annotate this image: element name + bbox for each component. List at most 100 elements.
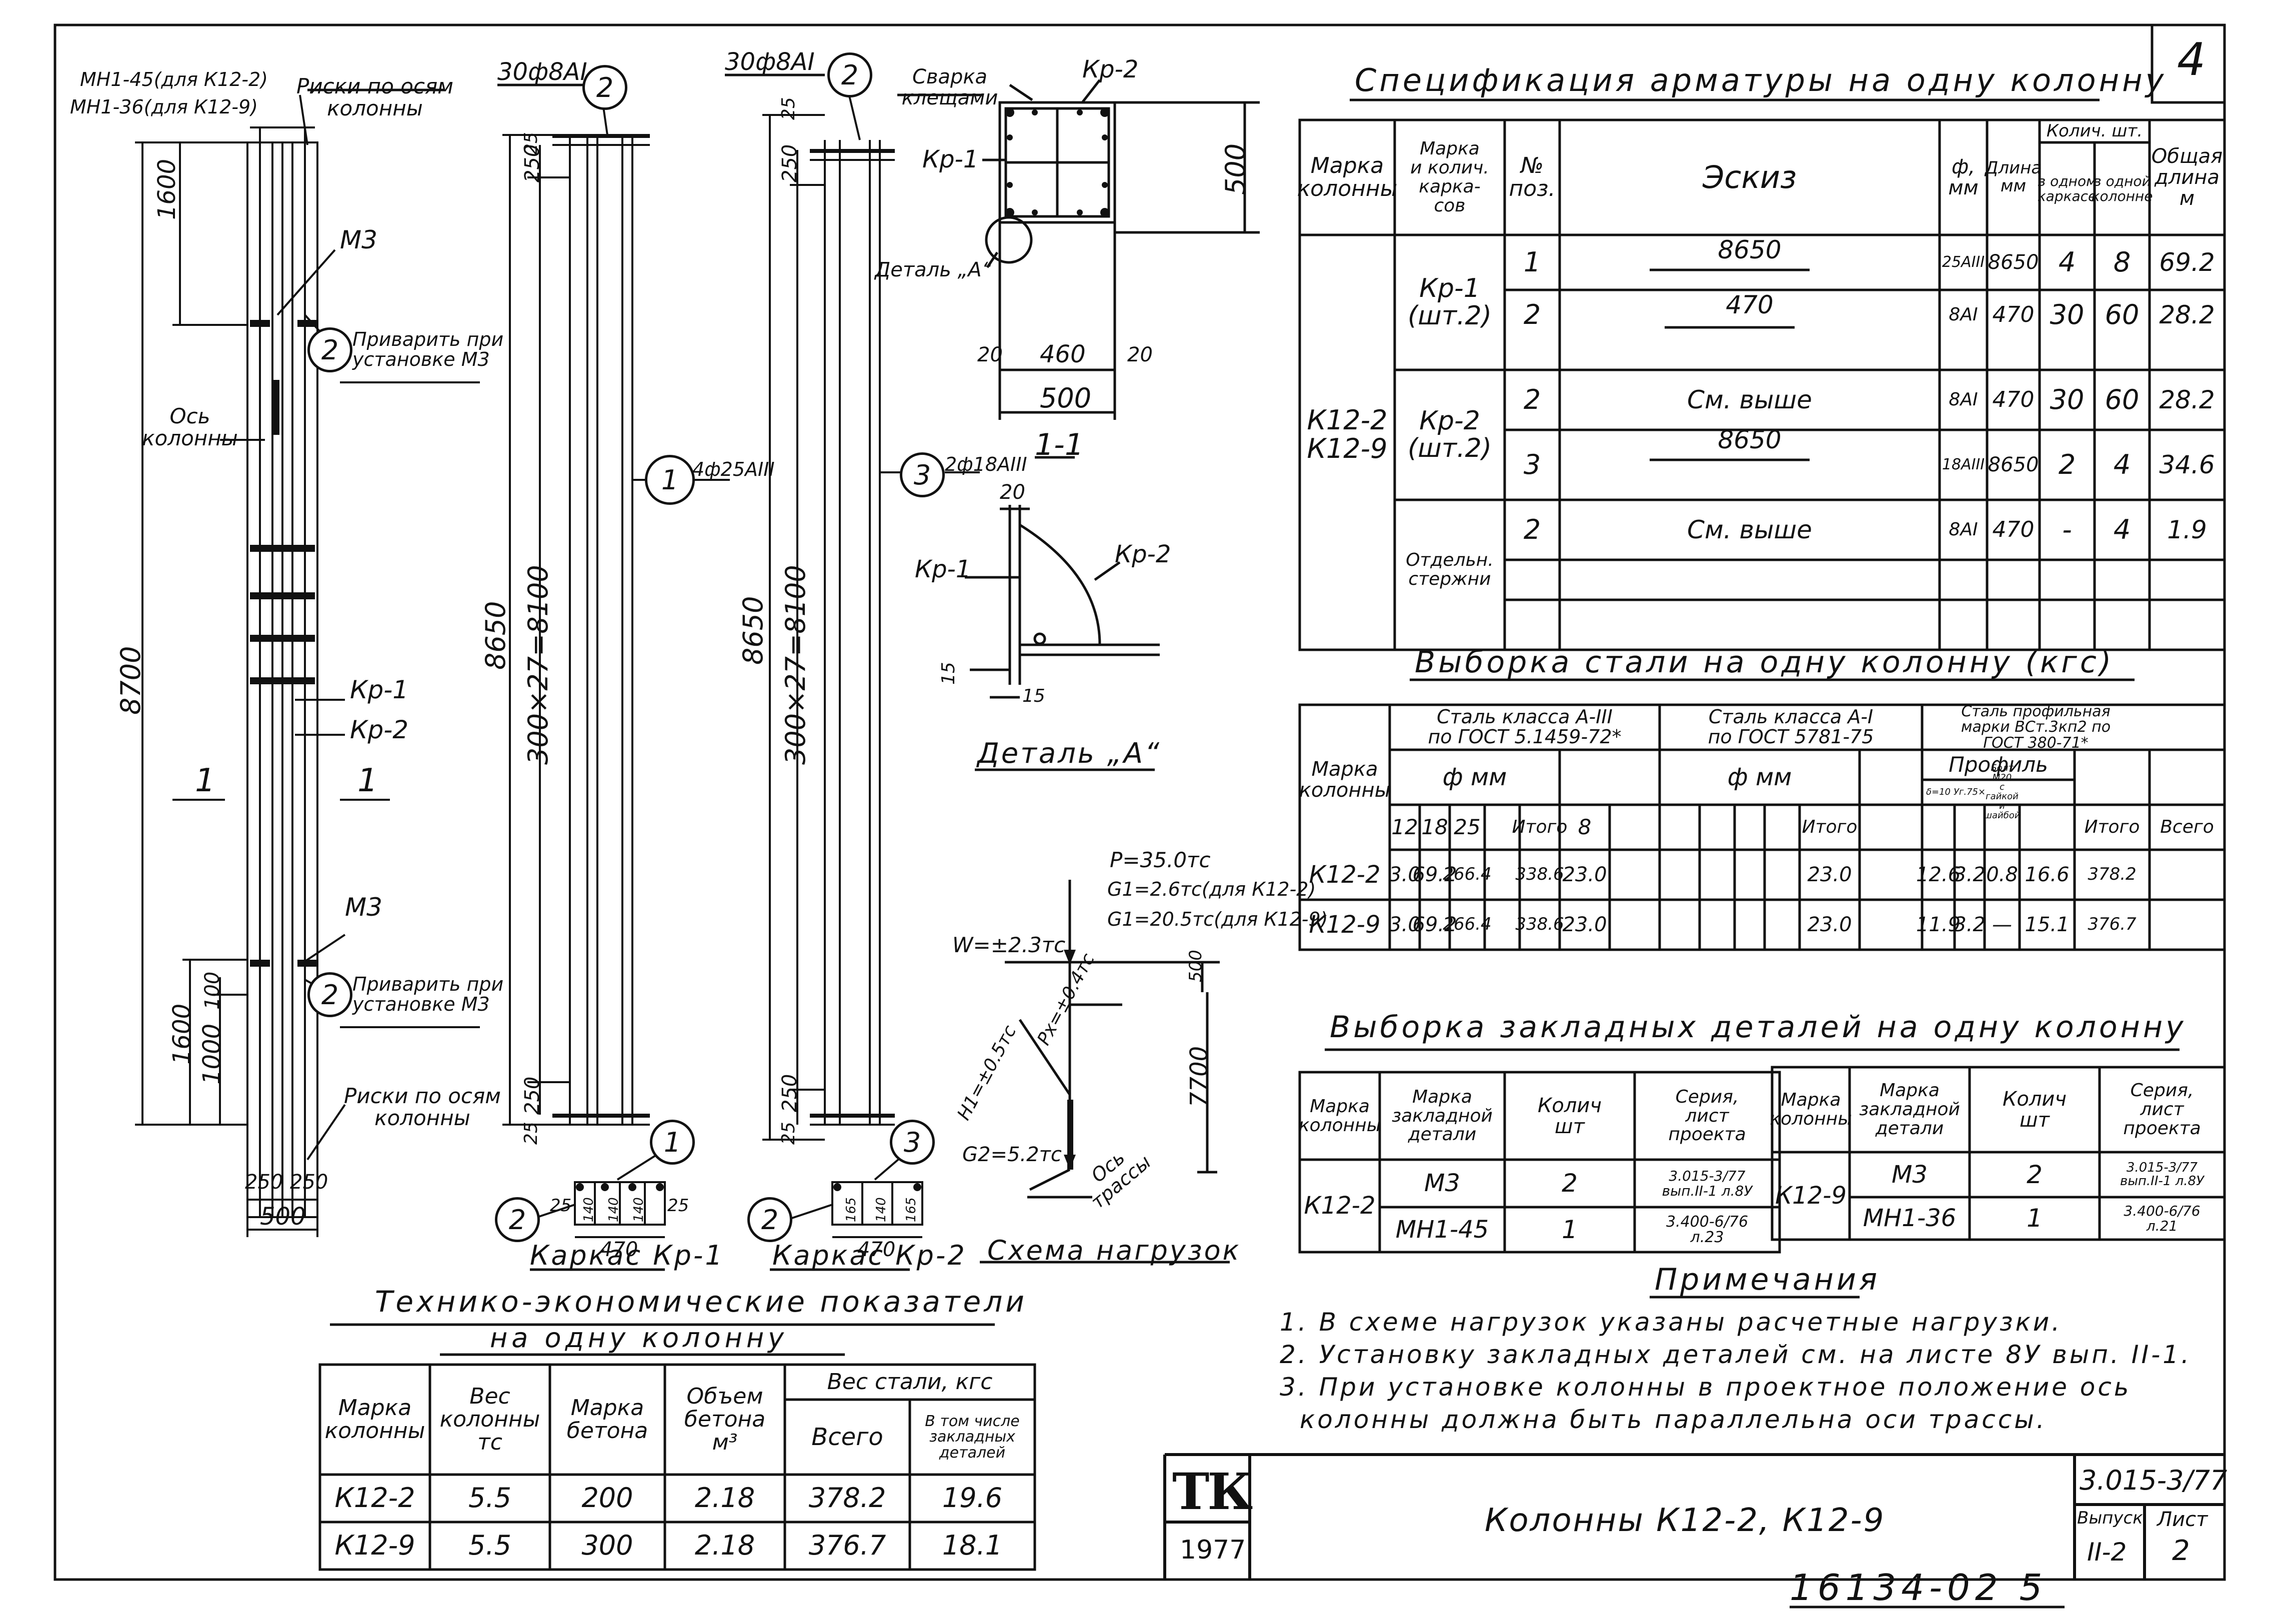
kr2-sec-width: 470 [857, 1238, 896, 1261]
spec-r2-len: 470 [1992, 301, 2035, 327]
spec-r2-dia: 8АI [1949, 304, 1978, 325]
welding-note: Сварка клещами [901, 65, 998, 109]
steel-cell [1660, 900, 1700, 950]
tk-stamp-logo: ТК [1172, 1462, 1253, 1521]
tep-h-mark: Марка колонны [324, 1395, 425, 1444]
embedded-label-mn1-45: МН1-45(для К12-2) [80, 68, 268, 90]
cage-sections-lines [529, 1149, 923, 1238]
note-2: 2. Установку закладных деталей см. на ли… [1280, 1340, 2192, 1369]
title-block-grid [1163, 1453, 2225, 1580]
steel-cell [1485, 900, 1520, 950]
steel-cell: 338.6 [1515, 864, 1564, 885]
kr2-dim-pitch: 300×27=8100 [780, 565, 811, 765]
steel-subheader: Итого [1512, 817, 1568, 838]
section-mark-right: 1 [357, 762, 378, 799]
steel-row-mark: К12-2 [1309, 860, 1381, 889]
tep-cell: 19.6 [942, 1482, 1003, 1514]
steel-cell [1610, 900, 1660, 950]
callout-circle-2-upper: 2 [307, 327, 352, 372]
steel-cell [1735, 850, 1765, 900]
kr1-sec-dim-1: 140 [581, 1197, 596, 1222]
steel-cell [1700, 900, 1735, 950]
kr2-title: Каркас Кр-2 [772, 1240, 967, 1271]
issue-value: II-2 [2087, 1538, 2127, 1567]
series-number: 3.015-3/77 [2080, 1465, 2228, 1496]
emb-r-r2-series: 3.400-6/76 л.21 [2124, 1203, 2201, 1234]
emb-l-h2: Колич шт [1537, 1094, 1602, 1138]
tep-cell: 2.18 [694, 1482, 755, 1514]
steel-cell [1735, 900, 1765, 950]
steel-subheader: δ=10 [1926, 786, 1951, 797]
sec11-dim-500-h: 500 [1040, 382, 1092, 414]
steel-cell: 15.1 [2025, 913, 2070, 936]
dim-100: 100 [201, 971, 224, 1010]
tep-h-embedded: В том числе закладных деталей [925, 1412, 1020, 1462]
steel-subheader [1700, 805, 1735, 850]
tep-h-volume: Объем бетона м³ [684, 1383, 766, 1456]
kr1-dim-pitch: 300×27=8100 [522, 565, 554, 765]
emb-r-column: К12-9 [1775, 1182, 1847, 1210]
spec-group-kr1: Кр-1 (шт.2) [1407, 273, 1492, 331]
load-g1-k12-2: G1=2.6тс(для К12-2) [1107, 878, 1316, 900]
steel-subheader: Всего [2160, 817, 2214, 838]
spec-r2-total: 28.2 [2159, 300, 2215, 329]
spec-r4-q1: 2 [2058, 448, 2076, 480]
steel-cell: 11.9 [1916, 913, 1961, 936]
spec-h-dia: ф, мм [1948, 155, 1979, 199]
spec-h-cage-mark: Марка и колич. карка- сов [1410, 138, 1489, 216]
dim-500-bottom: 500 [260, 1203, 306, 1231]
sheet-label: Лист [2157, 1508, 2208, 1531]
spec-r4-pos: 3 [1523, 448, 1541, 480]
tep-subtitle: на одну колонну [490, 1322, 788, 1354]
emb-r-h0: Марка колонны [1770, 1090, 1852, 1129]
stamp-year: 1977 [1180, 1535, 1246, 1565]
spec-r5-len: 470 [1992, 516, 2035, 542]
steel-subheader [1735, 805, 1765, 850]
notes-title: Примечания [1655, 1262, 1880, 1297]
tep-title: Технико-экономические показатели [375, 1285, 1027, 1319]
m3-lower-label: М3 [345, 893, 382, 922]
kr2-sec-dim-1: 140 [874, 1197, 889, 1222]
detail-a-title: Деталь „А“ [977, 737, 1162, 770]
steel-h-profile: Профиль [1949, 752, 2048, 777]
kr2-dim-8650: 8650 [737, 596, 769, 665]
tep-h-total: Всего [811, 1423, 883, 1451]
emb-l-r2-mark: МН1-45 [1395, 1215, 1489, 1244]
steel-cell: 266.4 [1443, 914, 1492, 935]
spec-r2-pos: 2 [1523, 298, 1541, 330]
kr2-circle-2: 2 [827, 52, 872, 97]
tep-cell: 378.2 [808, 1482, 886, 1514]
kr2-label: Кр-2 [350, 715, 409, 744]
column-elevation-lines [135, 94, 480, 1237]
embedded-tables-grid [1298, 1066, 2226, 1254]
m3-upper-label: М3 [340, 225, 377, 254]
sec11-dim-500-v: 500 [1220, 143, 1251, 195]
axis-marks-bottom-label: Риски по осям колонны [344, 1083, 501, 1130]
spec-r4-len: 8650 [1988, 453, 2039, 476]
spec-r3-q1: 30 [2050, 383, 2085, 415]
inventory-number: 16134-02 5 [1790, 1567, 2048, 1609]
spec-h-column-mark: Марка колонны [1297, 152, 1398, 201]
emb-l-r2-qty: 1 [1562, 1215, 1578, 1244]
emb-r-h1: Марка закладной детали [1859, 1080, 1960, 1139]
steel-cell [1610, 850, 1660, 900]
note-1: 1. В схеме нагрузок указаны расчетные на… [1280, 1308, 2063, 1337]
kr2-dim-250-bot: 250 [778, 1074, 801, 1112]
steel-subheader: Итого [2084, 817, 2140, 838]
tep-h-weight: Вес колонны тс [439, 1383, 540, 1456]
detail-a-kr1: Кр-1 [915, 555, 971, 583]
spec-r1-dia: 25АIII [1942, 253, 1985, 271]
tep-h-steel: Вес стали, кгс [827, 1369, 993, 1395]
kr2-stirrups-label: 30ф8АI [725, 48, 815, 76]
kr1-stirrups-label: 30ф8АI [497, 58, 587, 86]
spec-r5-pos: 2 [1523, 513, 1541, 545]
steel-h-mark: Марка колонны [1299, 758, 1391, 802]
embedded-table-title: Выборка закладных деталей на одну колонн… [1330, 1010, 2187, 1045]
steel-cell: — [1992, 913, 2012, 936]
steel-subheader: Итого [1802, 817, 1858, 838]
kr1-dim-8650: 8650 [480, 601, 511, 670]
detail-a-kr2: Кр-2 [1115, 540, 1171, 568]
spec-r5-total: 1.9 [2167, 515, 2207, 544]
spec-r2-q1: 30 [2050, 298, 2085, 330]
